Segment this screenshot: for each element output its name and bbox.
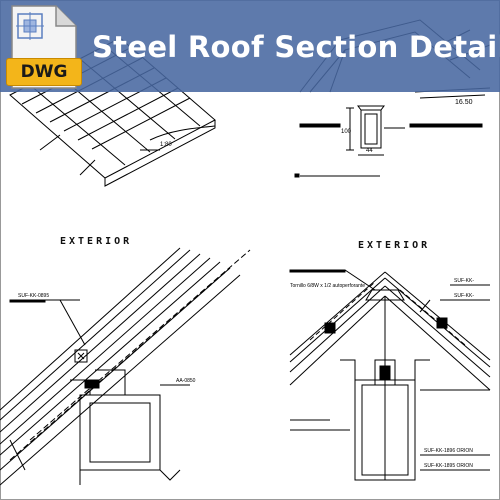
svg-text:AA-0850: AA-0850 <box>176 378 196 384</box>
svg-text:SUF-KK-1896 ORION: SUF-KK-1896 ORION <box>424 448 473 454</box>
svg-text:SUF-KK-: SUF-KK- <box>454 293 474 299</box>
exterior-label-left: EXTERIOR <box>60 236 133 247</box>
exterior-label-right: EXTERIOR <box>358 240 431 251</box>
svg-text:SUF-KK-1895 ORION: SUF-KK-1895 ORION <box>424 463 473 469</box>
dwg-badge: DWG <box>6 58 82 86</box>
column-section-detail: 100 44 <box>294 105 483 178</box>
svg-text:SUF-KK-0895: SUF-KK-0895 <box>18 293 49 299</box>
svg-text:44: 44 <box>366 148 373 154</box>
page-title: Steel Roof Section Details <box>92 30 500 64</box>
svg-text:SUF-KK-: SUF-KK- <box>454 278 474 284</box>
svg-text:Tornillo 6/8W x 1/2 autoperfor: Tornillo 6/8W x 1/2 autoperforante <box>290 283 365 289</box>
eave-section-detail: SUF-KK-0895 AA-0850 <box>0 247 251 486</box>
title-banner: DWG Steel Roof Section Details <box>0 0 500 92</box>
svg-text:1:80: 1:80 <box>160 142 172 148</box>
svg-text:16.50: 16.50 <box>455 99 473 106</box>
svg-text:100: 100 <box>341 129 352 135</box>
ridge-section-detail: Tornillo 6/8W x 1/2 autoperforante SUF-K… <box>289 269 491 481</box>
